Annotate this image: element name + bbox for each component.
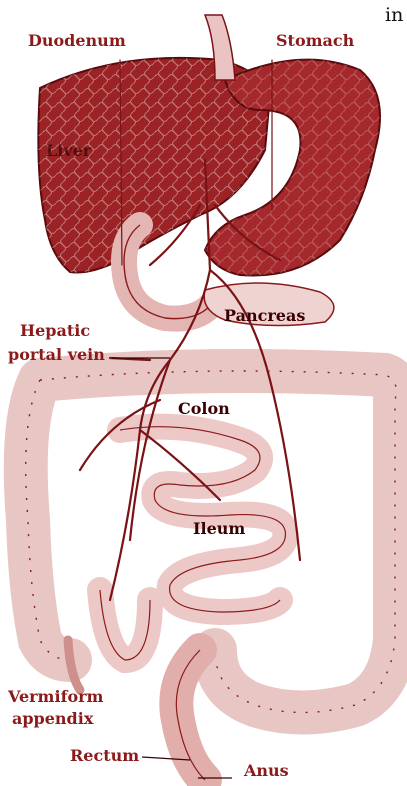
stomach-label: Stomach: [276, 32, 354, 50]
hepatic-label-line2: portal vein: [8, 346, 105, 364]
rectum-label: Rectum: [70, 747, 139, 765]
vermiform-label-line2: appendix: [12, 710, 93, 728]
duodenum-label: Duodenum: [28, 32, 126, 50]
anus-label: Anus: [244, 762, 289, 780]
liver-label: Liver: [46, 142, 91, 160]
vermiform-label-line1: Vermiform: [8, 688, 103, 706]
pancreas-label: Pancreas: [224, 307, 305, 325]
ileum-label: Ileum: [193, 520, 245, 538]
hepatic-label-line1: Hepatic: [20, 322, 90, 340]
colon-label: Colon: [178, 400, 230, 418]
corner-text: in: [385, 6, 403, 24]
